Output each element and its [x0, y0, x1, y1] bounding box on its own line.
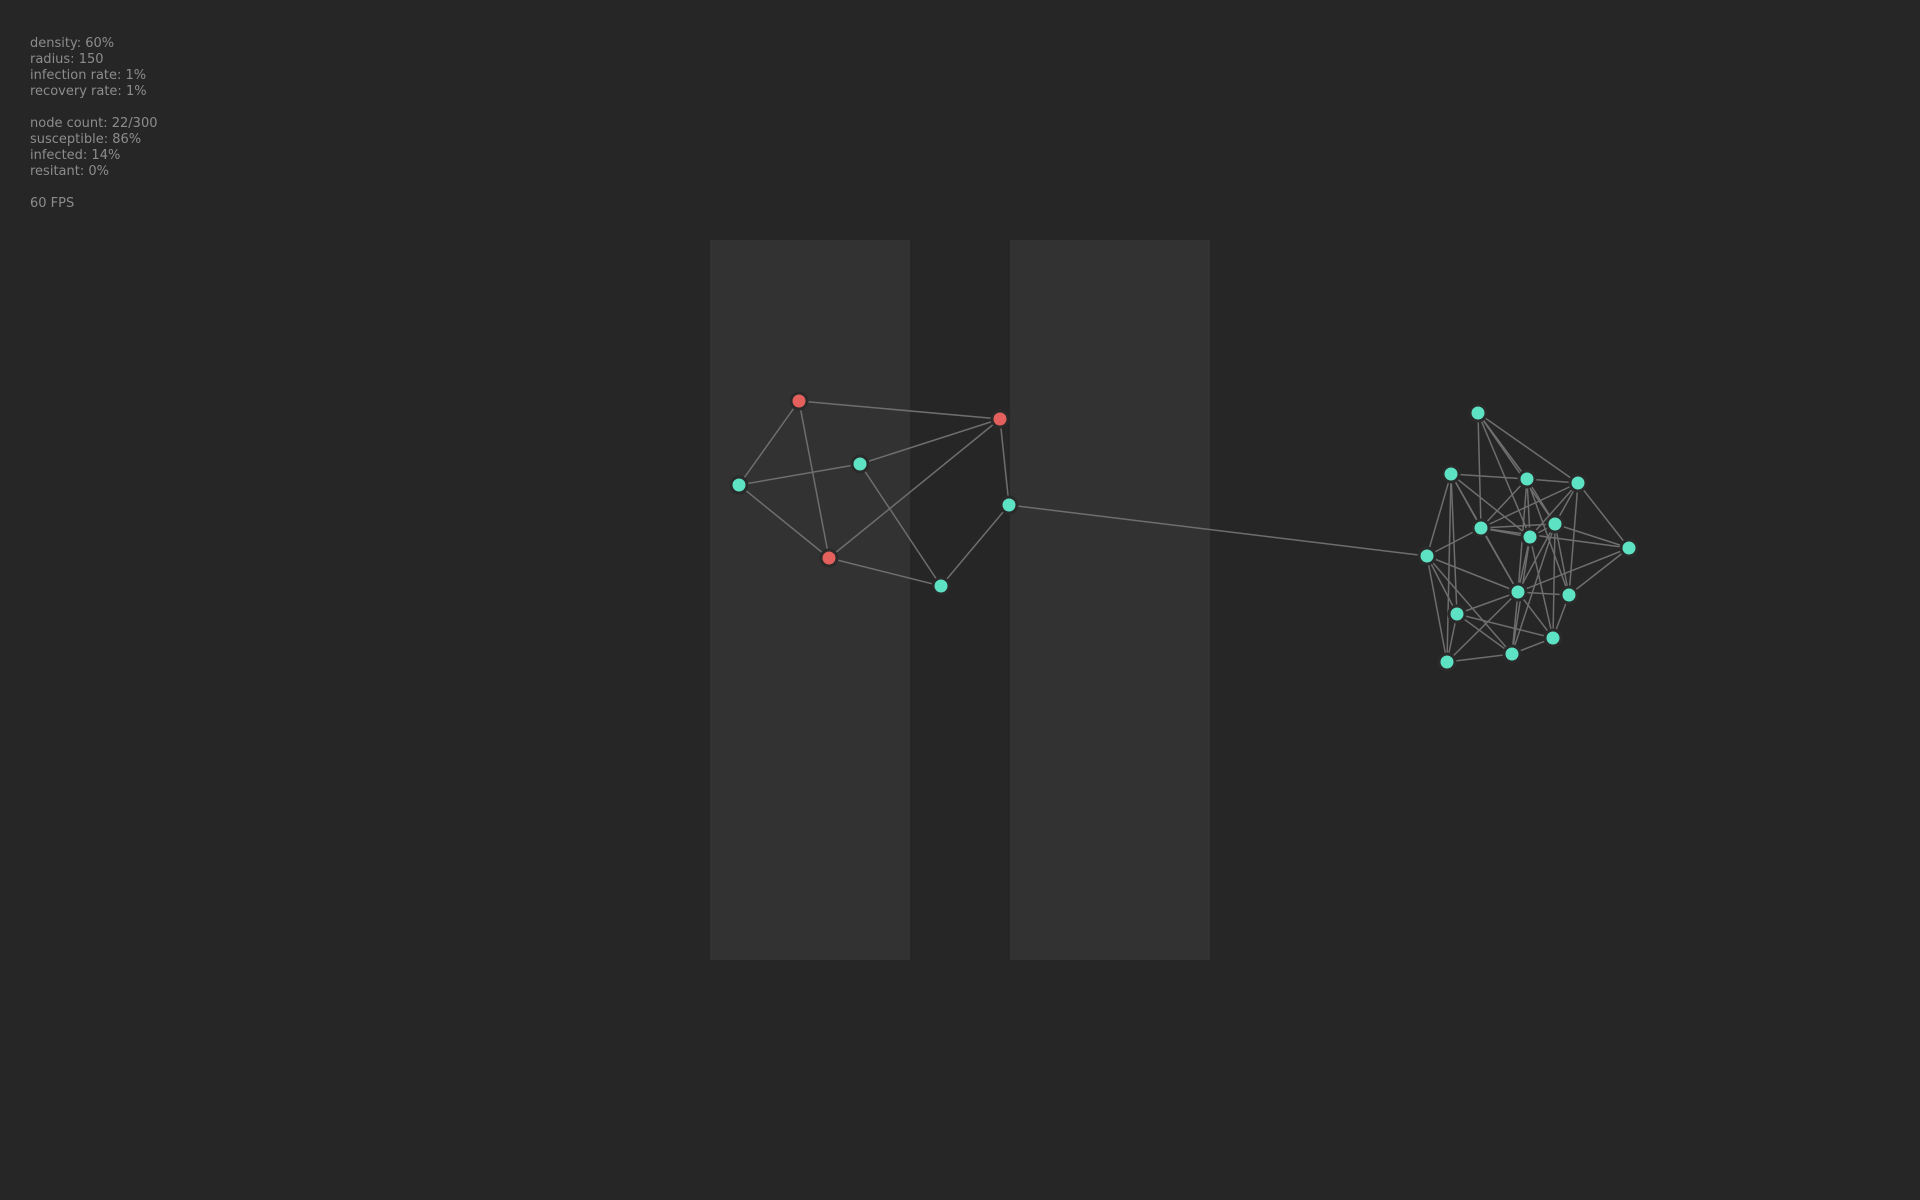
susceptible-node[interactable]	[1502, 644, 1522, 664]
network-edge	[1456, 591, 1519, 615]
network-edge	[1456, 613, 1554, 639]
network-edge	[798, 400, 1001, 420]
resistant-readout: resitant: 0%	[30, 164, 109, 179]
network-edge	[1529, 536, 1554, 639]
infected-node[interactable]	[819, 548, 839, 568]
susceptible-node[interactable]	[1543, 628, 1563, 648]
network-edge	[859, 463, 942, 587]
susceptible-node[interactable]	[729, 475, 749, 495]
network-edge	[738, 484, 830, 559]
network-edge	[1446, 473, 1452, 663]
susceptible-node[interactable]	[1468, 403, 1488, 423]
susceptible-node[interactable]	[1559, 585, 1579, 605]
network-edge	[1568, 482, 1579, 596]
recovery-rate-readout: recovery rate: 1%	[30, 84, 147, 99]
susceptible-node[interactable]	[1447, 604, 1467, 624]
network-edge	[738, 400, 800, 486]
node-count-readout: node count: 22/300	[30, 116, 158, 131]
network-edge	[1446, 591, 1519, 663]
network-edge	[1517, 547, 1630, 593]
network-edge	[1477, 412, 1556, 525]
network-edge	[1552, 523, 1556, 639]
network-edge	[798, 400, 830, 559]
network-edge	[1511, 591, 1519, 655]
network-edge	[1477, 412, 1531, 538]
susceptible-node[interactable]	[999, 495, 1019, 515]
network-edge	[1426, 527, 1482, 557]
susceptible-node[interactable]	[1437, 652, 1457, 672]
network-edge	[1426, 555, 1519, 593]
fps-readout: 60 FPS	[30, 196, 75, 211]
susceptible-node[interactable]	[1568, 473, 1588, 493]
radius-readout: radius: 150	[30, 52, 104, 67]
network-edge	[828, 557, 942, 587]
network-edge	[1554, 523, 1570, 596]
network-edge	[1450, 473, 1458, 615]
susceptible-node[interactable]	[1619, 538, 1639, 558]
network-edge	[1426, 555, 1513, 655]
network-edge	[1456, 613, 1513, 655]
network-edge	[1480, 478, 1528, 529]
susceptible-node[interactable]	[1520, 527, 1540, 547]
node-layer	[729, 391, 1639, 672]
infected-node[interactable]	[990, 409, 1010, 429]
infected-readout: infected: 14%	[30, 148, 121, 163]
network-edge	[1511, 523, 1556, 655]
density-readout: density: 60%	[30, 36, 115, 51]
network-edge	[1526, 478, 1531, 538]
network-edge	[1477, 412, 1579, 484]
network-edge	[1008, 504, 1428, 557]
network-edge	[1577, 482, 1630, 549]
network-edge	[1529, 482, 1579, 538]
network-edge	[1426, 473, 1452, 557]
network-edge	[1480, 523, 1556, 529]
network-edge	[1517, 591, 1554, 639]
network-edge	[828, 418, 1001, 559]
infected-node[interactable]	[789, 391, 809, 411]
network-edge	[1554, 523, 1630, 549]
zone-right	[1010, 240, 1210, 960]
network-edge	[1517, 523, 1556, 593]
network-edge	[940, 504, 1010, 587]
network-edge	[1426, 555, 1458, 615]
stats-panel: density: 60% radius: 150 infection rate:…	[30, 36, 158, 212]
susceptible-node[interactable]	[931, 576, 951, 596]
network-edge	[1480, 482, 1579, 529]
network-edge	[1477, 412, 1482, 529]
network-edge	[1568, 547, 1630, 596]
network-edge	[999, 418, 1010, 506]
susceptible-node[interactable]	[1417, 546, 1437, 566]
network-edge	[1446, 653, 1513, 663]
susceptible-node[interactable]	[1545, 514, 1565, 534]
susceptible-node[interactable]	[1441, 464, 1461, 484]
susceptible-node[interactable]	[1517, 469, 1537, 489]
network-edge	[738, 463, 861, 486]
network-edge	[1450, 473, 1528, 480]
network-edge	[859, 418, 1001, 465]
network-edge	[1426, 555, 1448, 663]
infection-rate-readout: infection rate: 1%	[30, 68, 147, 83]
susceptible-node[interactable]	[1508, 582, 1528, 602]
network-edge	[1480, 527, 1519, 593]
edge-layer	[738, 400, 1630, 663]
susceptible-readout: susceptible: 86%	[30, 132, 142, 147]
zone-left	[710, 240, 910, 960]
susceptible-node[interactable]	[1471, 518, 1491, 538]
susceptible-node[interactable]	[850, 454, 870, 474]
